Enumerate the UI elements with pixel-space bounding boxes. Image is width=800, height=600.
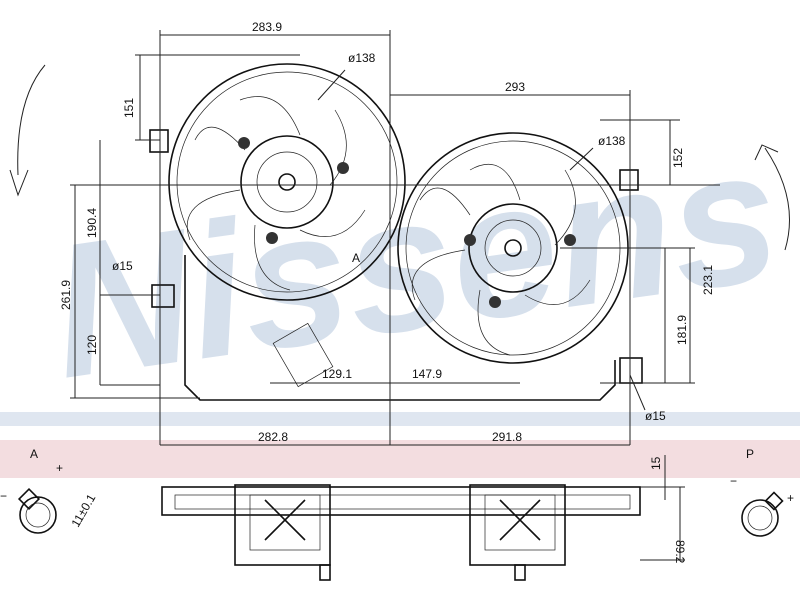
section-band: [0, 440, 800, 478]
dim-152: 152: [671, 148, 685, 168]
view-label-p: P: [746, 447, 754, 461]
left-fan: [168, 63, 406, 301]
connector-view-a: [17, 487, 57, 534]
dim-15: 15: [649, 456, 663, 470]
dim-connector-width: 11±0.1: [68, 491, 98, 529]
dim-261-9: 261.9: [59, 280, 73, 310]
rotation-arrow-left-icon: [17, 64, 46, 176]
dim-291-8: 291.8: [492, 430, 522, 444]
watermark-band: [0, 412, 800, 426]
dim-right-fan-diameter: ø138: [598, 134, 626, 148]
dim-151: 151: [122, 98, 136, 118]
dim-right-hole: ø15: [645, 409, 666, 423]
dim-181-9: 181.9: [675, 315, 689, 345]
connector-plus-a: +: [56, 461, 63, 475]
dim-120: 120: [85, 335, 99, 355]
dim-89-2: 89.2: [673, 540, 687, 564]
dim-293: 293: [505, 80, 525, 94]
connector-view-p: [741, 491, 784, 537]
dim-190-4: 190.4: [85, 208, 99, 238]
shroud-frame: [184, 255, 616, 401]
dim-282-8: 282.8: [258, 430, 288, 444]
mount-bracket: [151, 284, 175, 308]
arrow-head-icon: [754, 144, 779, 161]
side-view: [161, 484, 641, 581]
dim-147-9: 147.9: [412, 367, 442, 381]
mount-bracket: [619, 357, 643, 384]
dim-left-hole: ø15: [112, 259, 133, 273]
connector-minus-p: −: [730, 474, 737, 488]
mount-bracket: [619, 169, 639, 191]
view-label-a: A: [30, 447, 38, 461]
connector-housing: [272, 322, 334, 388]
connector-plus-p: +: [787, 491, 794, 505]
dim-left-fan-diameter: ø138: [348, 51, 376, 65]
dim-283-9: 283.9: [252, 20, 282, 34]
mount-bracket: [149, 129, 169, 153]
fan-label-a: A: [352, 251, 360, 265]
dimension-lines: [70, 30, 720, 561]
dim-129-1: 129.1: [322, 367, 352, 381]
rotation-arrow-right-icon: [764, 147, 790, 251]
arrow-head-icon: [9, 169, 29, 197]
dim-223-1: 223.1: [701, 265, 715, 295]
connector-minus-a: −: [0, 489, 7, 503]
